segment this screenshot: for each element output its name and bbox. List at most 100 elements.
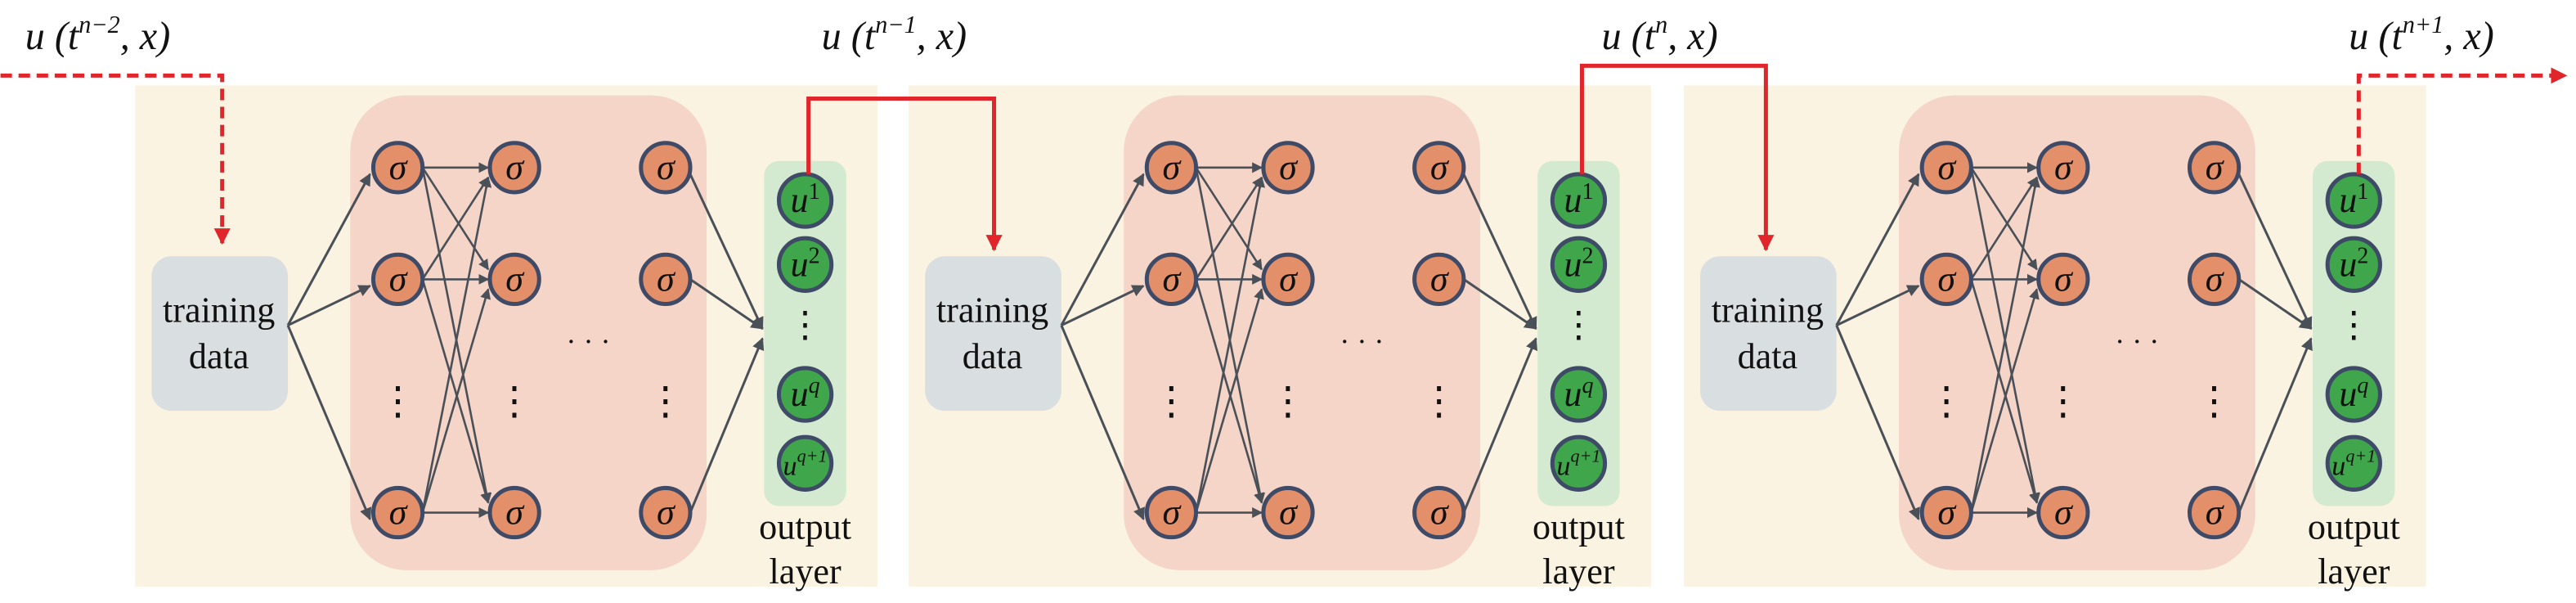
output-superscript: 2 <box>2357 243 2368 268</box>
training-data-label: data <box>963 336 1023 376</box>
edge-arrow <box>1195 176 1266 513</box>
output-layer-label: layer <box>769 551 841 592</box>
edge-arrow <box>1836 285 1920 326</box>
edge-arrow <box>421 176 490 281</box>
neuron-node <box>1144 252 1199 307</box>
output-node-label: uq <box>1564 373 1593 414</box>
neuron-node <box>2187 252 2242 307</box>
output-superscript: q+1 <box>2345 445 2376 466</box>
neuron-node <box>1261 485 1315 540</box>
output-base: u <box>791 374 809 414</box>
sigma-activation: σ <box>2054 493 2074 533</box>
output-base: u <box>1564 244 1582 284</box>
state-label-base: u (t <box>25 15 80 58</box>
state-flow-n <box>1579 63 1775 252</box>
state-label-superscript: n <box>1655 11 1667 38</box>
training-data-label: data <box>189 336 249 376</box>
sigma-activation: σ <box>1937 259 1957 299</box>
output-node <box>776 172 834 229</box>
edge-arrow <box>1970 167 2040 504</box>
sigma-activation: σ <box>1430 147 1450 187</box>
output-node-label: u2 <box>791 243 820 284</box>
edge-arrow <box>2237 278 2313 330</box>
output-superscript: 1 <box>809 179 820 205</box>
output-superscript: 1 <box>2357 179 2368 205</box>
output-base: u <box>783 451 797 481</box>
output-node <box>1550 172 1608 229</box>
edge-arrow <box>421 167 490 271</box>
output-base: u <box>1564 374 1582 414</box>
output-superscript: 2 <box>1582 243 1593 268</box>
state-label: u (tn, x) <box>1602 11 1718 58</box>
neuron-node <box>1144 141 1199 195</box>
edge-arrow <box>1195 167 1263 271</box>
input-state-flow-dashed <box>0 73 231 245</box>
vertical-ellipsis: ⋮ <box>1268 380 1308 423</box>
training-data-box <box>925 256 1061 412</box>
neuron-node <box>370 485 425 540</box>
output-node <box>2325 434 2382 492</box>
neuron-node <box>639 141 693 195</box>
sigma-activation: σ <box>657 147 676 187</box>
neuron-node <box>1144 485 1199 540</box>
output-superscript: q+1 <box>797 445 828 466</box>
neuron-node <box>370 252 425 307</box>
output-node <box>2325 236 2382 293</box>
vertical-ellipsis: ⋮ <box>1927 380 1966 423</box>
edge-arrow <box>1060 325 1145 520</box>
output-node-label: u1 <box>1564 179 1593 220</box>
vertical-ellipsis: ⋮ <box>378 380 417 423</box>
output-base: u <box>2339 374 2357 414</box>
edge-arrow <box>1970 279 2040 504</box>
output-node <box>1550 434 1608 492</box>
edge-arrow <box>2237 337 2313 514</box>
neuron-node <box>2187 141 2242 195</box>
output-layer-label: output <box>759 507 852 547</box>
neuron-node <box>487 252 541 307</box>
sigma-activation: σ <box>657 493 676 533</box>
state-label-superscript: n−2 <box>79 11 119 38</box>
vertical-ellipsis: ⋮ <box>495 380 534 423</box>
sigma-activation: σ <box>2206 259 2225 299</box>
neuron-node <box>1412 252 1466 307</box>
state-label-suffix: , x) <box>2444 15 2494 58</box>
training-data-label: training <box>1712 290 1824 331</box>
output-superscript: 1 <box>1582 179 1593 205</box>
state-label-base: u (t <box>822 15 877 58</box>
state-label: u (tn−1, x) <box>822 11 967 58</box>
training-data-box <box>1700 256 1837 412</box>
state-label-suffix: , x) <box>1667 15 1718 58</box>
output-base: u <box>791 244 809 284</box>
horizontal-ellipsis: · · · <box>566 326 610 358</box>
state-label-base: u (t <box>2349 15 2403 58</box>
edge-arrow <box>421 176 492 513</box>
state-label-suffix: , x) <box>120 15 171 58</box>
edge-arrow <box>1061 285 1145 326</box>
sigma-activation: σ <box>1163 493 1183 533</box>
neuron-node <box>639 252 693 307</box>
edge-arrow <box>689 337 765 514</box>
edge-arrow <box>286 325 372 520</box>
output-layer-label: layer <box>2318 551 2390 592</box>
training-data-label: data <box>1738 336 1798 376</box>
vertical-ellipsis: ⋮ <box>788 305 824 345</box>
output-layer-label: output <box>2308 507 2401 547</box>
horizontal-ellipsis: · · · <box>1340 326 1384 358</box>
neuron-node <box>639 485 693 540</box>
output-base: u <box>2339 180 2357 220</box>
sigma-activation: σ <box>389 493 409 533</box>
vertical-ellipsis: ⋮ <box>2336 305 2372 345</box>
sigma-activation: σ <box>505 493 525 533</box>
edge-arrow <box>1462 173 1537 330</box>
output-node-label: uq <box>2339 373 2368 414</box>
neuron-node <box>370 141 425 195</box>
edge-arrow <box>1835 325 1920 520</box>
edge-arrow <box>1195 176 1263 281</box>
edge-arrow <box>1835 173 1920 326</box>
output-base: u <box>1556 451 1570 481</box>
output-node <box>776 434 834 492</box>
output-node-label: u2 <box>2339 243 2368 284</box>
sigma-activation: σ <box>2054 147 2074 187</box>
neuron-node <box>1919 485 1973 540</box>
